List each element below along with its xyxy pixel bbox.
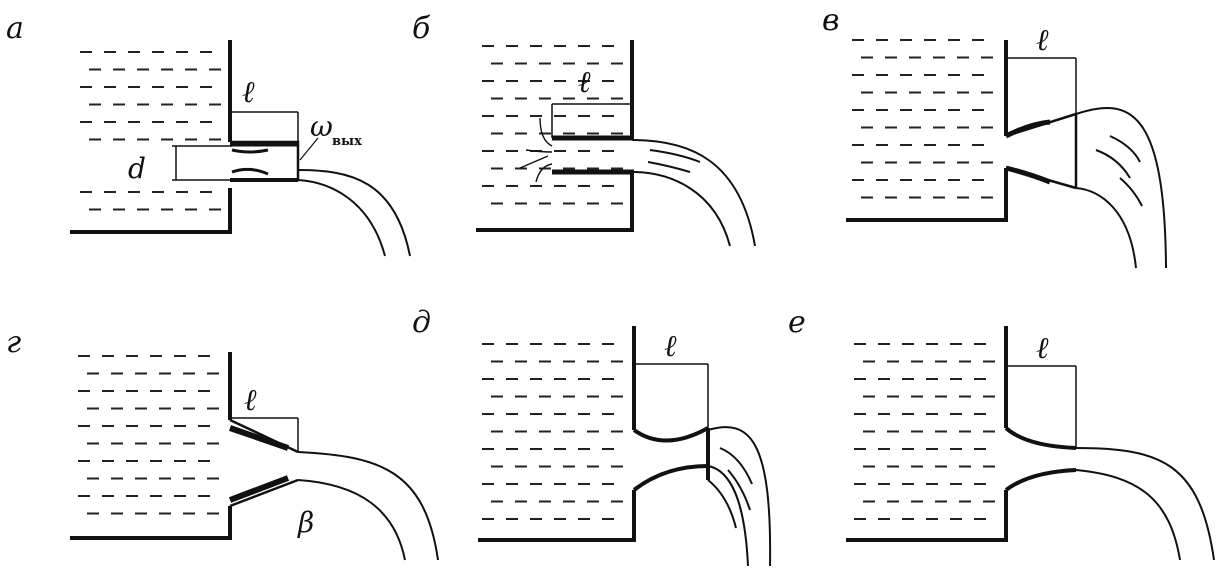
jet-stream: [631, 139, 756, 247]
tank-wall: [846, 40, 1008, 222]
tank-wall: [846, 326, 1008, 542]
vena-contracta: [231, 148, 269, 176]
tank-water-dashes: [482, 45, 623, 205]
tank-wall: [70, 352, 232, 540]
nozzle-body: [230, 140, 300, 182]
length-label: ℓ: [242, 75, 255, 110]
tank-water-dashes: [482, 343, 623, 520]
cone-angle-label: β: [297, 506, 314, 539]
nozzle-curved-walls: [632, 426, 710, 492]
length-dimension: [230, 417, 299, 452]
panel-v: в ℓ: [822, 3, 1167, 269]
nozzle-tube: [552, 135, 634, 175]
jet-stream: [1075, 447, 1215, 561]
jet-stream: [707, 426, 772, 567]
panel-b: б ℓ: [412, 11, 756, 247]
length-label: ℓ: [244, 383, 257, 418]
panel-a: а ℓ d ω вых: [6, 11, 411, 257]
panel-label-b: б: [412, 11, 431, 46]
outlet-area-symbol: ω: [310, 110, 333, 143]
panel-label-a: а: [6, 11, 24, 46]
length-label: ℓ: [1036, 23, 1049, 58]
jet-stream: [1075, 106, 1167, 269]
panel-label-g: г: [6, 325, 21, 360]
tank-wall: [476, 40, 634, 232]
tank-water-dashes: [854, 343, 995, 520]
length-label: ℓ: [664, 329, 677, 364]
panel-label-e: е: [788, 305, 806, 340]
tank-wall: [478, 326, 636, 542]
jet-stream: [297, 169, 411, 257]
panel-e: е ℓ: [788, 305, 1215, 561]
panel-label-v: в: [822, 3, 839, 38]
inflow-streamlines: [519, 117, 553, 183]
length-label: ℓ: [1036, 331, 1049, 366]
jet-stream: [297, 451, 439, 561]
tank-water-dashes: [80, 51, 221, 211]
nozzle-curved-walls: [1004, 426, 1077, 492]
outlet-leader: [299, 137, 319, 161]
outlet-area-subscript: вых: [332, 134, 362, 149]
diameter-dimension: [172, 145, 232, 181]
tank-water-dashes: [852, 39, 993, 199]
nozzle-wall-heavy: [228, 425, 290, 503]
panel-g: г ℓ β: [6, 325, 439, 561]
tank-water-dashes: [78, 355, 219, 515]
length-dimension: [634, 363, 709, 428]
nozzle-wall-heavy: [1004, 119, 1051, 185]
diameter-label: d: [128, 152, 146, 185]
panel-label-d: д: [412, 305, 431, 340]
length-dimension: [1006, 57, 1077, 114]
length-label: ℓ: [578, 65, 591, 100]
panel-d: д ℓ: [412, 305, 772, 567]
length-dimension: [230, 111, 299, 142]
tank-wall: [70, 40, 232, 234]
length-dimension: [551, 103, 632, 138]
length-dimension: [1006, 365, 1077, 448]
